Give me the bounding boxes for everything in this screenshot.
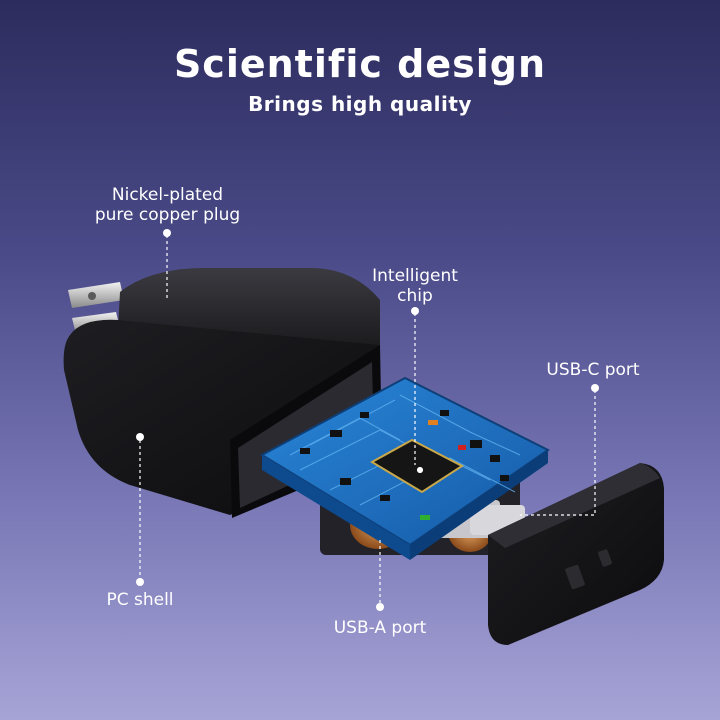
callout-lines [139,235,596,606]
label-usb-a-port: USB-A port [333,618,427,638]
label-copper-plug: Nickel-plated pure copper plug [94,185,241,225]
label-intelligent-chip: Intelligent chip [372,266,458,306]
end-cap [488,463,664,645]
label-pc-shell: PC shell [106,590,174,610]
callout-dots [136,229,599,611]
label-usb-c-port: USB-C port [546,360,640,380]
page-title: Scientific design [173,42,547,86]
page-subtitle: Brings high quality [248,92,472,116]
